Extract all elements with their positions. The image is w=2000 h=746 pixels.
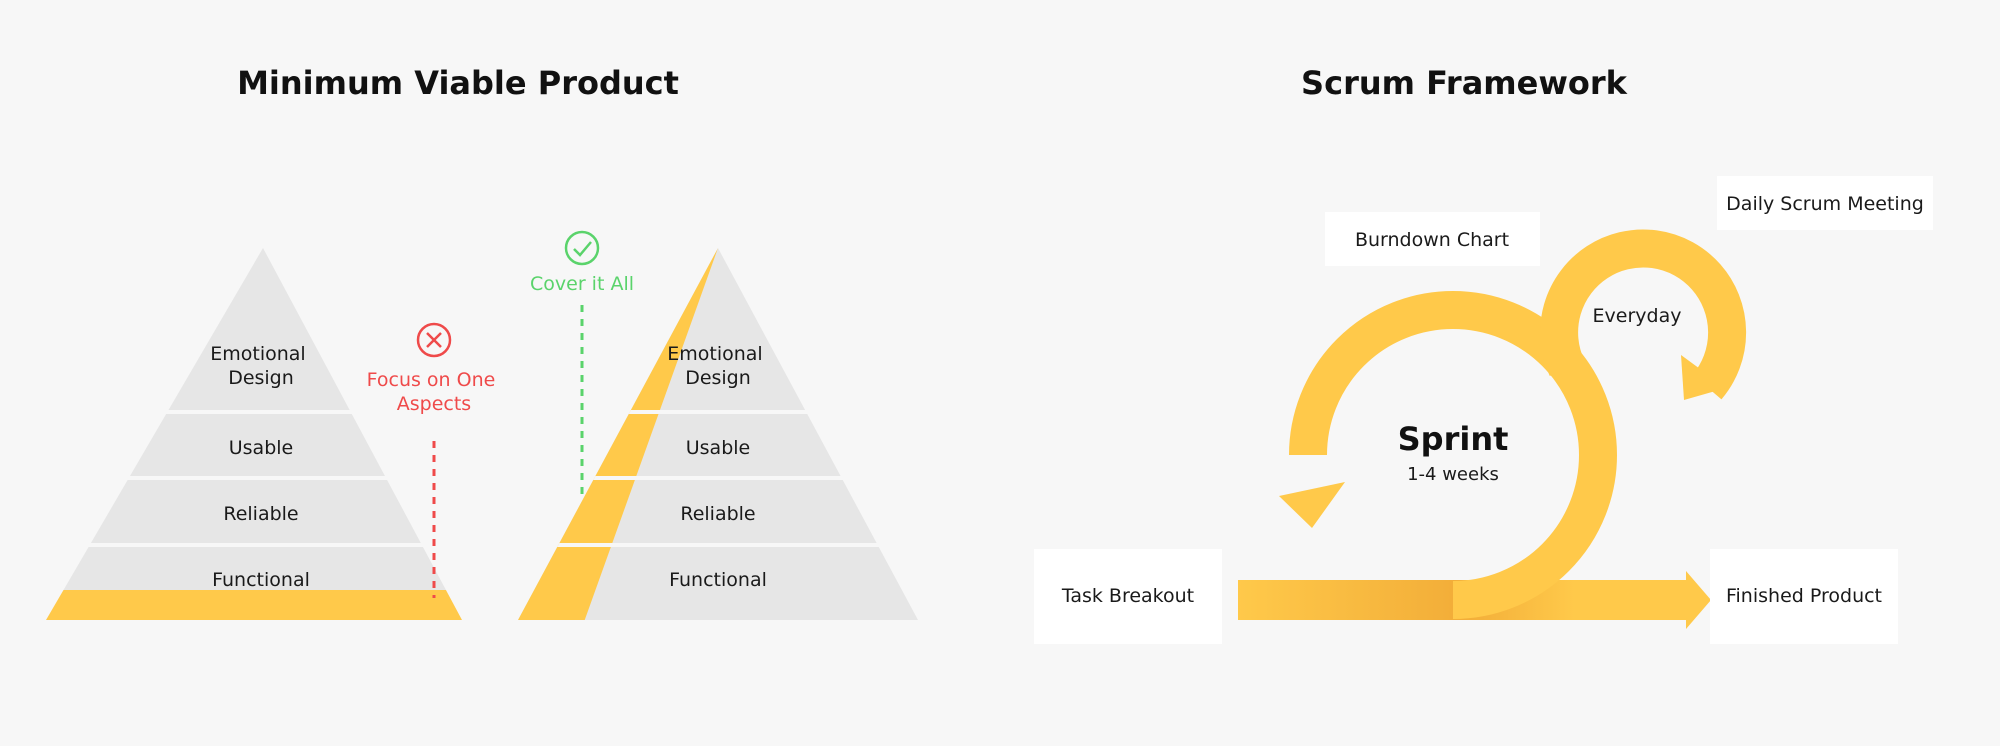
- pyramid2-gap-2: [518, 476, 918, 480]
- pyramid-left-label-emotional: Emotional Design: [210, 343, 312, 389]
- finished-product-box: Finished Product: [1710, 549, 1898, 644]
- pyramid-right-label-functional: Functional: [669, 569, 767, 591]
- pyramid2-gap-1: [518, 410, 918, 414]
- pyramid-right-emotional-line2: Design: [685, 367, 751, 389]
- focus-one-line1: Focus on One: [367, 369, 496, 391]
- finished-product-label: Finished Product: [1726, 585, 1882, 607]
- mvp-title: Minimum Viable Product: [237, 64, 679, 102]
- pyramid-left-label-usable: Usable: [229, 437, 293, 459]
- cover-all-label: Cover it All: [530, 273, 634, 295]
- focus-one-line2: Aspects: [397, 393, 471, 415]
- burndown-chart-label: Burndown Chart: [1355, 229, 1509, 251]
- burndown-chart-box: Burndown Chart: [1325, 212, 1540, 266]
- pyramid-layer-functional: [46, 547, 462, 590]
- main-arrow-head: [1686, 571, 1711, 629]
- pyramid-left-label-functional: Functional: [212, 569, 310, 591]
- everyday-loop: [1540, 229, 1747, 400]
- pyramid-cover-all: [518, 248, 918, 620]
- pyramid2-gap-3: [518, 543, 918, 547]
- pyramid-left-label-reliable: Reliable: [223, 503, 298, 525]
- everyday-label: Everyday: [1593, 305, 1682, 327]
- daily-scrum-label: Daily Scrum Meeting: [1726, 193, 1924, 215]
- task-breakout-box: Task Breakout: [1034, 549, 1222, 644]
- sprint-loop-arrowhead: [1279, 482, 1345, 528]
- pyramid-left-emotional-line2: Design: [228, 367, 294, 389]
- scrum-title: Scrum Framework: [1301, 64, 1628, 102]
- pyramid-right-label-usable: Usable: [686, 437, 750, 459]
- sprint-sublabel: 1-4 weeks: [1407, 464, 1499, 485]
- pyramid-highlight-base: [46, 590, 462, 620]
- task-breakout-label: Task Breakout: [1061, 585, 1194, 607]
- pyramid-right-label-reliable: Reliable: [680, 503, 755, 525]
- x-circle-icon: [416, 322, 452, 358]
- check-circle-icon: [564, 230, 600, 266]
- daily-scrum-box: Daily Scrum Meeting: [1717, 176, 1933, 230]
- pyramid-right-emotional-line1: Emotional: [667, 343, 762, 365]
- pyramid-left-emotional-line1: Emotional: [210, 343, 305, 365]
- sprint-label: Sprint: [1398, 420, 1509, 458]
- pyramid-right-label-emotional: Emotional Design: [667, 343, 769, 389]
- focus-one-label: Focus on One Aspects: [367, 369, 502, 415]
- everyday-loop-arrowhead: [1681, 355, 1726, 400]
